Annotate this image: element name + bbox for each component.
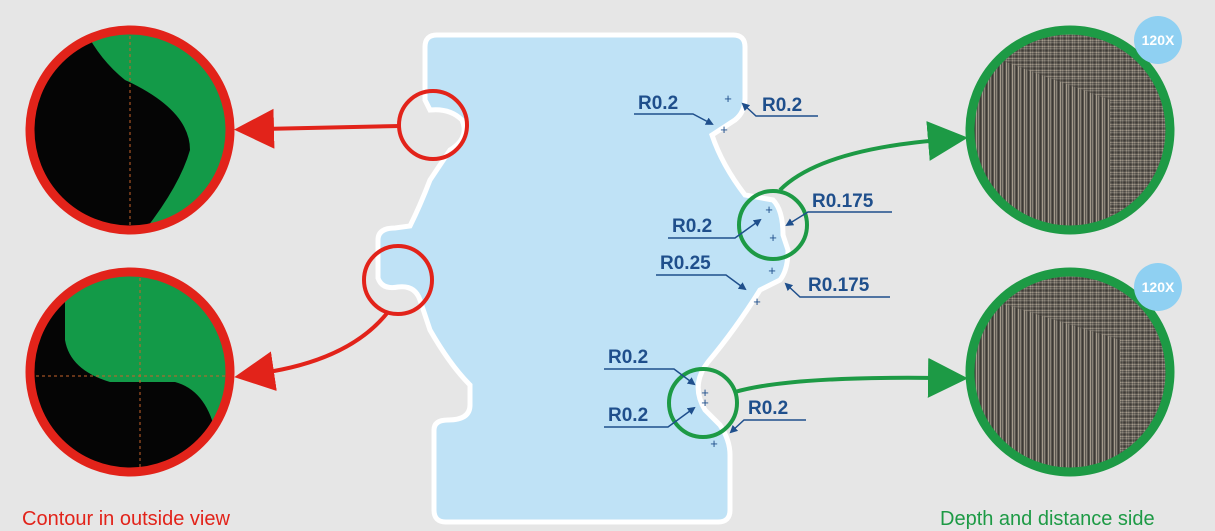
- green-arrow-bottom: [734, 357, 968, 398]
- svg-text:120X: 120X: [1142, 279, 1175, 295]
- center-marks: + + + + + + + + +: [701, 91, 777, 451]
- magnification-badge-top: 120X: [1134, 16, 1182, 64]
- svg-text:+: +: [720, 122, 728, 137]
- right-bottom-magnifier: [965, 267, 1175, 477]
- svg-text:+: +: [768, 263, 776, 278]
- svg-text:+: +: [724, 91, 732, 106]
- svg-text:+: +: [701, 385, 709, 400]
- radius-label-9: R0.2: [729, 398, 806, 434]
- svg-text:+: +: [710, 436, 718, 451]
- svg-text:+: +: [769, 230, 777, 245]
- svg-text:R0.175: R0.175: [808, 275, 870, 296]
- detail-circle-mid-left: [362, 244, 434, 316]
- radius-label-6: R0.175: [784, 275, 890, 298]
- right-top-magnifier: [965, 25, 1175, 235]
- part-profile: [375, 32, 791, 525]
- caption-left: Contour in outside view: [22, 508, 230, 530]
- svg-text:120X: 120X: [1142, 32, 1175, 48]
- radius-label-8: R0.2: [604, 405, 696, 428]
- svg-text:R0.2: R0.2: [762, 95, 802, 116]
- left-bottom-magnifier: [25, 267, 235, 477]
- svg-text:+: +: [765, 202, 773, 217]
- radius-label-5: R0.25: [656, 253, 747, 291]
- svg-text:+: +: [753, 294, 761, 309]
- caption-right: Depth and distance side: [940, 508, 1155, 530]
- radius-label-1: R0.2: [634, 93, 714, 125]
- svg-text:R0.175: R0.175: [812, 191, 874, 212]
- green-arrow-top: [778, 121, 968, 192]
- svg-text:R0.2: R0.2: [608, 405, 648, 426]
- radius-label-2: R0.2: [741, 95, 818, 117]
- magnification-badge-bottom: 120X: [1134, 263, 1182, 311]
- svg-text:R0.2: R0.2: [608, 347, 648, 368]
- svg-text:R0.2: R0.2: [672, 216, 712, 237]
- left-top-magnifier: [25, 25, 235, 235]
- radius-label-3: R0.175: [785, 191, 892, 227]
- detail-circle-right-upper: [737, 189, 809, 261]
- svg-text:R0.2: R0.2: [748, 398, 788, 419]
- red-arrow-bottom: [234, 310, 390, 392]
- radius-label-7: R0.2: [604, 347, 696, 386]
- svg-text:R0.2: R0.2: [638, 93, 678, 114]
- svg-text:R0.25: R0.25: [660, 253, 711, 274]
- red-arrow-top: [234, 108, 401, 149]
- detail-circle-right-lower: [667, 367, 739, 439]
- radius-label-4: R0.2: [668, 216, 762, 239]
- svg-text:+: +: [701, 395, 709, 410]
